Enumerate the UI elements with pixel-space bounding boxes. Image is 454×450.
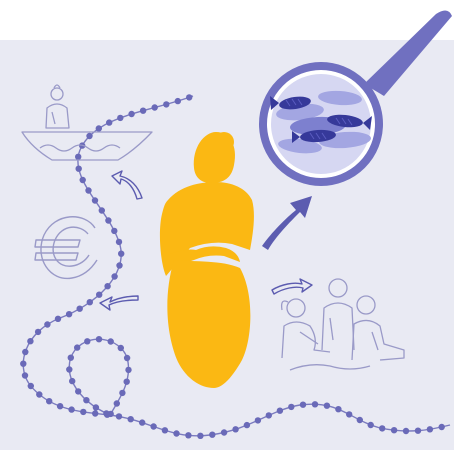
bead <box>125 367 131 373</box>
bead <box>111 273 117 279</box>
bead <box>93 404 99 410</box>
bead <box>27 338 33 344</box>
bead <box>28 383 34 389</box>
bead <box>197 433 203 439</box>
bead <box>266 412 272 418</box>
bead <box>46 398 52 404</box>
bead <box>20 361 26 367</box>
bead <box>116 262 122 268</box>
bead <box>69 378 75 384</box>
bead <box>116 239 122 245</box>
bead <box>124 379 130 385</box>
bead <box>209 432 215 438</box>
bead <box>118 345 124 351</box>
bead <box>22 372 28 378</box>
bead <box>108 338 114 344</box>
bead <box>379 425 385 431</box>
bead <box>439 424 445 430</box>
bead <box>300 402 306 408</box>
bead <box>68 355 74 361</box>
bead <box>96 336 102 342</box>
bead <box>75 388 81 394</box>
bead <box>357 417 363 423</box>
bead <box>163 101 169 107</box>
bead <box>186 94 192 100</box>
bead <box>324 403 330 409</box>
bead <box>312 401 318 407</box>
bead <box>118 251 124 257</box>
bead <box>106 119 112 125</box>
bead <box>335 406 341 412</box>
bead <box>36 391 42 397</box>
bead <box>74 344 80 350</box>
bead <box>92 197 98 203</box>
bead <box>87 299 93 305</box>
bead <box>162 427 168 433</box>
bead <box>368 422 374 428</box>
bead <box>221 429 227 435</box>
bead <box>77 306 83 312</box>
bead <box>76 166 82 172</box>
bead <box>111 228 117 234</box>
bead <box>105 217 111 223</box>
bead <box>128 111 134 117</box>
bead <box>119 390 125 396</box>
bead <box>104 283 110 289</box>
background-panel <box>0 40 454 450</box>
bead <box>55 316 61 322</box>
bead <box>173 430 179 436</box>
bead <box>57 403 63 409</box>
bead <box>116 413 122 419</box>
bead <box>84 338 90 344</box>
bead <box>152 104 158 110</box>
bead <box>99 207 105 213</box>
bead <box>114 400 120 406</box>
bead <box>232 426 238 432</box>
bead <box>96 125 102 131</box>
bead <box>66 311 72 317</box>
bead <box>288 404 294 410</box>
bead <box>83 397 89 403</box>
bead <box>80 177 86 183</box>
bead <box>92 410 98 416</box>
bead <box>277 408 283 414</box>
bead <box>403 428 409 434</box>
bead <box>150 423 156 429</box>
bead <box>139 419 145 425</box>
bead <box>185 432 191 438</box>
bead <box>124 355 130 361</box>
bead <box>108 411 114 417</box>
bead <box>128 416 134 422</box>
bead <box>391 427 397 433</box>
bead <box>44 321 50 327</box>
bead <box>80 409 86 415</box>
bead <box>415 428 421 434</box>
bead <box>68 406 74 412</box>
bead <box>117 115 123 121</box>
bead <box>85 187 91 193</box>
bead <box>22 349 28 355</box>
bead <box>66 366 72 372</box>
bead <box>86 133 92 139</box>
bead <box>140 108 146 114</box>
bead <box>346 411 352 417</box>
bead <box>175 98 181 104</box>
bead <box>75 154 81 160</box>
bead <box>96 292 102 298</box>
bead <box>255 417 261 423</box>
bead <box>427 426 433 432</box>
bead <box>244 422 250 428</box>
bead <box>35 329 41 335</box>
